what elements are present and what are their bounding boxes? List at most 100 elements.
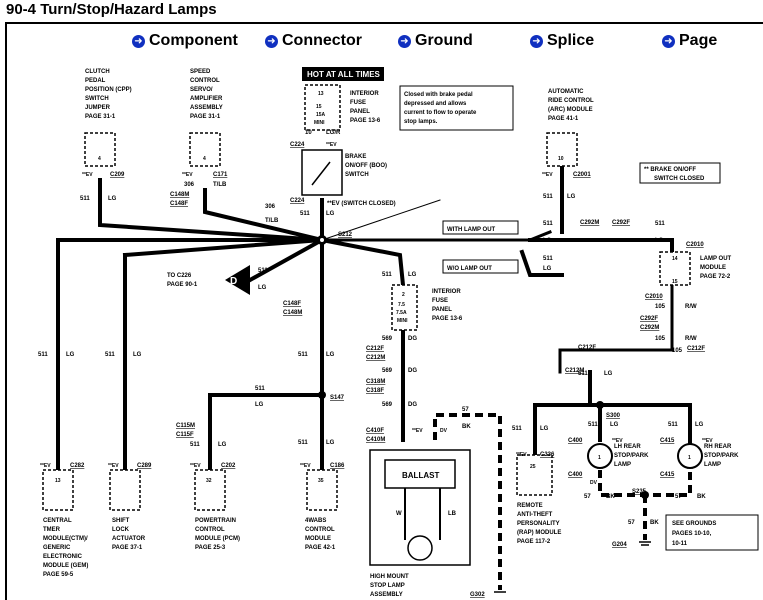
ev-speed: **EV	[182, 172, 193, 178]
wabs-label-3: MODULE	[305, 536, 331, 542]
connector-c400-b: C400	[568, 472, 583, 478]
wire-rear-lamps	[533, 370, 692, 472]
wabs-label-4: PAGE 42-1	[305, 545, 336, 551]
shift-label-1: SHIFT	[112, 518, 130, 524]
lamp-out-label-1: LAMP OUT	[700, 256, 732, 262]
connector-c186: C186	[330, 463, 345, 469]
wire-label-569-c: 569	[382, 402, 393, 408]
nav-connector-link[interactable]: ➜Connector	[265, 31, 362, 51]
dv-lh: DV	[590, 480, 598, 486]
ground-wires	[433, 413, 692, 590]
nav-page-link[interactable]: ➜Page	[662, 31, 717, 51]
fuse-mid-label-2: FUSE	[432, 298, 448, 304]
wabs-label-1: 4WABS	[305, 518, 326, 524]
wire-note-leader	[321, 199, 441, 241]
box-lamp-out	[659, 251, 691, 286]
wire-label-57-rh: 57	[675, 494, 682, 500]
pin-rh: 1	[688, 455, 691, 461]
nav-splice-link[interactable]: ➜Splice	[530, 31, 594, 51]
note-line-1: Closed with brake pedal	[404, 92, 473, 98]
wire-color-lo: LG	[655, 238, 664, 244]
hmsl-label-1: HIGH MOUNT	[370, 574, 409, 580]
nav-page-label: Page	[679, 32, 718, 49]
wire-color-569-a: DG	[408, 336, 417, 342]
pin-arc: 10	[558, 156, 564, 162]
rap-label-5: PAGE 117-2	[517, 539, 551, 545]
wire-speed	[203, 188, 325, 243]
fuse-top-label-3: PANEL	[350, 109, 370, 115]
wire-color-57-rh: BK	[697, 494, 706, 500]
connector-c336: C336	[540, 452, 555, 458]
boo-note-2: SWITCH CLOSED	[654, 176, 705, 182]
wire-color-306: T/LB	[265, 218, 279, 224]
wire-color-lh: LG	[610, 422, 619, 428]
cpp-label-1: CLUTCH	[85, 69, 110, 75]
wire-label-511-lo: 511	[655, 221, 665, 227]
splice-s212-label: S212	[338, 232, 353, 238]
box-fuse-mid	[391, 284, 418, 331]
connector-c224-b: C224	[290, 198, 305, 204]
lamp-out-label-3: PAGE 72-2	[700, 274, 731, 280]
ctm-label-1: CENTRAL	[43, 518, 72, 524]
wire-color-57-lh: BK	[606, 494, 615, 500]
wire-color-boo: LG	[326, 211, 335, 217]
wire-label-511-pcm: 511	[190, 442, 200, 448]
wire-label-511-arc: 511	[543, 194, 553, 200]
speed-label-2: CONTROL	[190, 78, 220, 84]
connector-c415-b: C415	[660, 472, 675, 478]
wire-color-105-b: R/W	[685, 336, 697, 342]
wire-cpp	[98, 178, 325, 243]
hmsl-lamp-icon	[407, 535, 433, 561]
d-marker-triangle	[225, 265, 250, 295]
box-ctm	[42, 469, 74, 511]
wire-color-with: LG	[543, 238, 552, 244]
pcm-label-4: PAGE 25-3	[195, 545, 226, 551]
box-cpp	[84, 132, 116, 167]
connector-c2010-b: C2010	[645, 294, 663, 300]
wire-color-cpp: LG	[108, 196, 117, 202]
fuse-top-rating: 15A	[316, 112, 326, 118]
pin-pcm: 32	[206, 478, 212, 484]
note-line-3: current to flow to operate	[404, 110, 477, 116]
splice-s235-dot	[641, 491, 649, 499]
connector-c415-a: C415	[660, 438, 675, 444]
wire-label-511-c226: 511	[258, 268, 268, 274]
connector-c282: C282	[70, 463, 85, 469]
boo-note-1: ** BRAKE ON/OFF	[644, 167, 696, 173]
ev-shift: **EV	[108, 463, 119, 469]
wires	[56, 164, 692, 472]
connector-c148m: C148M	[283, 310, 302, 316]
connector-c292f-b: C292F	[640, 316, 658, 322]
nav-ground-label: Ground	[415, 32, 473, 49]
connector-c289: C289	[137, 463, 152, 469]
wire-color-57-g204: BK	[650, 520, 659, 526]
wire-label-511-fuse: 511	[382, 272, 392, 278]
wire-pcm	[208, 393, 324, 472]
wire-hmsl-ground	[433, 413, 502, 590]
wire-color-fuse: LG	[408, 272, 417, 278]
with-lamp-out-label: WITH LAMP OUT	[447, 227, 496, 233]
nav-component-link[interactable]: ➜Component	[132, 31, 238, 51]
connector-c115f: C115F	[176, 432, 194, 438]
wire-label-10: 10	[305, 130, 312, 136]
splice-s300-label: S300	[606, 413, 621, 419]
ev-markers: **EV **EV **EV **EV **EV **EV **EV **EV …	[40, 142, 713, 486]
speed-label-3: SERVO/	[190, 87, 213, 93]
ctm-label-6: MODULE (GEM)	[43, 563, 88, 569]
ground-symbols	[494, 541, 651, 593]
component-boxes	[42, 84, 691, 511]
speed-label-1: SPEED	[190, 69, 211, 75]
pin-lh: 1	[598, 455, 601, 461]
hmsl-label-3: ASSEMBLY	[370, 592, 403, 598]
ev-lh: **EV	[612, 438, 623, 444]
fuse-mid-type: MINI	[397, 318, 408, 324]
fuse-mid-label-1: INTERIOR	[432, 289, 461, 295]
pcm-label-1: POWERTRAIN	[195, 518, 236, 524]
lh-label-3: LAMP	[614, 462, 631, 468]
see-grounds-1: SEE GROUNDS	[672, 521, 716, 527]
nav-ground-link[interactable]: ➜Ground	[398, 31, 473, 51]
splice-s212-center	[320, 238, 324, 242]
boo-label-2: ON/OFF (BOO)	[345, 163, 387, 169]
d-marker-label: D	[230, 276, 237, 287]
wire-label-511-lh: 511	[588, 422, 598, 428]
